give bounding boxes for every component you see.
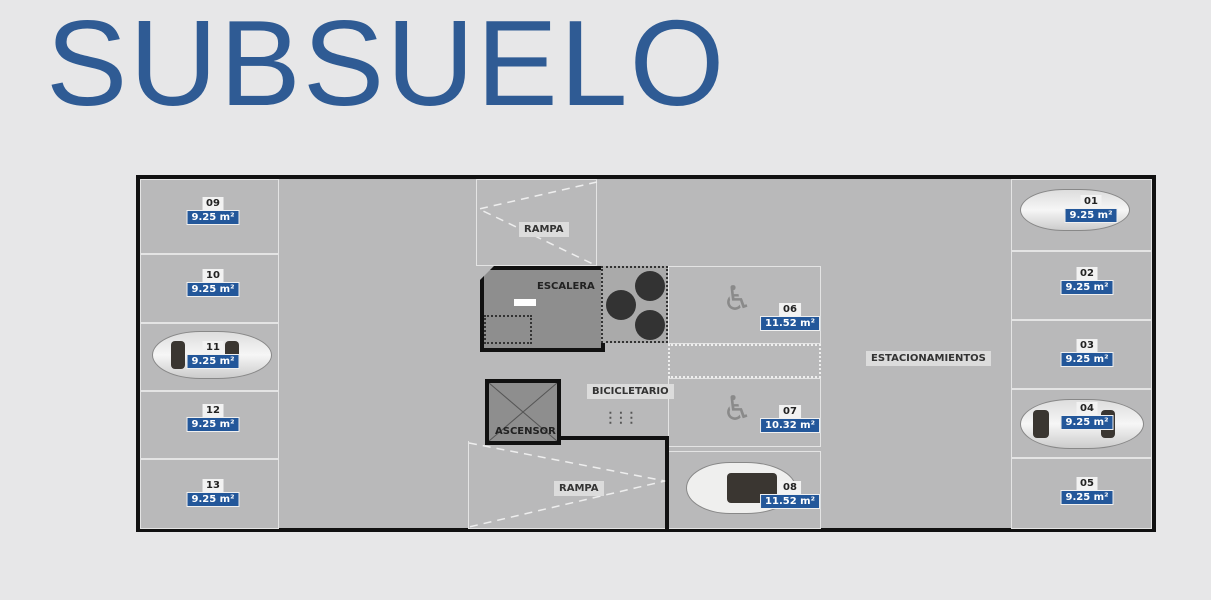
elevator-label: ASCENSOR <box>495 426 556 437</box>
stair-steps <box>484 315 532 344</box>
spot-area: 9.25 m² <box>1064 208 1118 223</box>
spot-number: 01 <box>1080 195 1102 208</box>
spot-area: 9.25 m² <box>1060 352 1114 367</box>
parking-spot-02 <box>1011 251 1152 320</box>
bicycle-icon: ⫶⫶⫶ <box>608 409 640 430</box>
spot-area: 9.25 m² <box>1060 490 1114 505</box>
spot-number: 10 <box>202 269 224 282</box>
parking-area-label: ESTACIONAMIENTOS <box>866 351 991 366</box>
spot-area: 9.25 m² <box>186 354 240 369</box>
parking-spot-13 <box>140 459 279 529</box>
ramp-top <box>476 179 598 267</box>
spot-number: 04 <box>1076 402 1098 415</box>
wall <box>557 436 669 440</box>
parking-spot-03 <box>1011 320 1152 389</box>
tank-icon <box>606 290 636 320</box>
spot-number: 08 <box>779 481 801 494</box>
tank-area <box>601 266 668 343</box>
stair-label: ESCALERA <box>537 281 595 292</box>
page-title: SUBSUELO <box>46 0 727 131</box>
transfer-zone <box>668 344 821 378</box>
tank-icon <box>635 310 665 340</box>
wheelchair-icon: ♿ <box>722 389 753 429</box>
spot-number: 09 <box>202 197 224 210</box>
parking-spot-01 <box>1011 179 1152 251</box>
spot-area: 9.25 m² <box>186 492 240 507</box>
ramp-arrow-icon <box>469 442 666 528</box>
elevator: ASCENSOR <box>485 379 561 445</box>
spot-area: 11.52 m² <box>760 316 820 331</box>
wall <box>665 436 669 529</box>
spot-number: 07 <box>779 405 801 418</box>
spot-area: 9.25 m² <box>186 210 240 225</box>
spot-area: 9.25 m² <box>186 282 240 297</box>
stair-core <box>480 266 605 352</box>
parking-spot-05 <box>1011 458 1152 529</box>
car-icon <box>152 331 272 379</box>
parking-spot-04 <box>1011 389 1152 458</box>
parking-spot-10 <box>140 254 279 323</box>
spot-number: 02 <box>1076 267 1098 280</box>
elevator-cross-icon <box>489 383 557 441</box>
parking-spot-07 <box>668 378 821 447</box>
spot-number: 11 <box>202 341 224 354</box>
spot-number: 13 <box>202 479 224 492</box>
spot-area: 11.52 m² <box>760 494 820 509</box>
spot-area: 10.32 m² <box>760 418 820 433</box>
ramp-top-label: RAMPA <box>519 222 569 237</box>
spot-area: 9.25 m² <box>1060 415 1114 430</box>
wheelchair-icon: ♿ <box>722 279 753 319</box>
spot-number: 05 <box>1076 477 1098 490</box>
parking-spot-09 <box>140 179 279 254</box>
parking-spot-12 <box>140 391 279 459</box>
stair-landing <box>514 299 536 306</box>
spot-number: 12 <box>202 404 224 417</box>
floor-plan: RAMPA ESCALERA ASCENSOR BICICLETARIO ⫶⫶⫶… <box>136 175 1156 532</box>
spot-number: 03 <box>1076 339 1098 352</box>
bike-rack-label: BICICLETARIO <box>587 384 674 399</box>
ramp-bottom <box>468 441 666 529</box>
parking-spot-06 <box>668 266 821 344</box>
ramp-bottom-label: RAMPA <box>554 481 604 496</box>
tank-icon <box>635 271 665 301</box>
parking-spot-11 <box>140 323 279 391</box>
spot-area: 9.25 m² <box>1060 280 1114 295</box>
spot-area: 9.25 m² <box>186 417 240 432</box>
spot-number: 06 <box>779 303 801 316</box>
